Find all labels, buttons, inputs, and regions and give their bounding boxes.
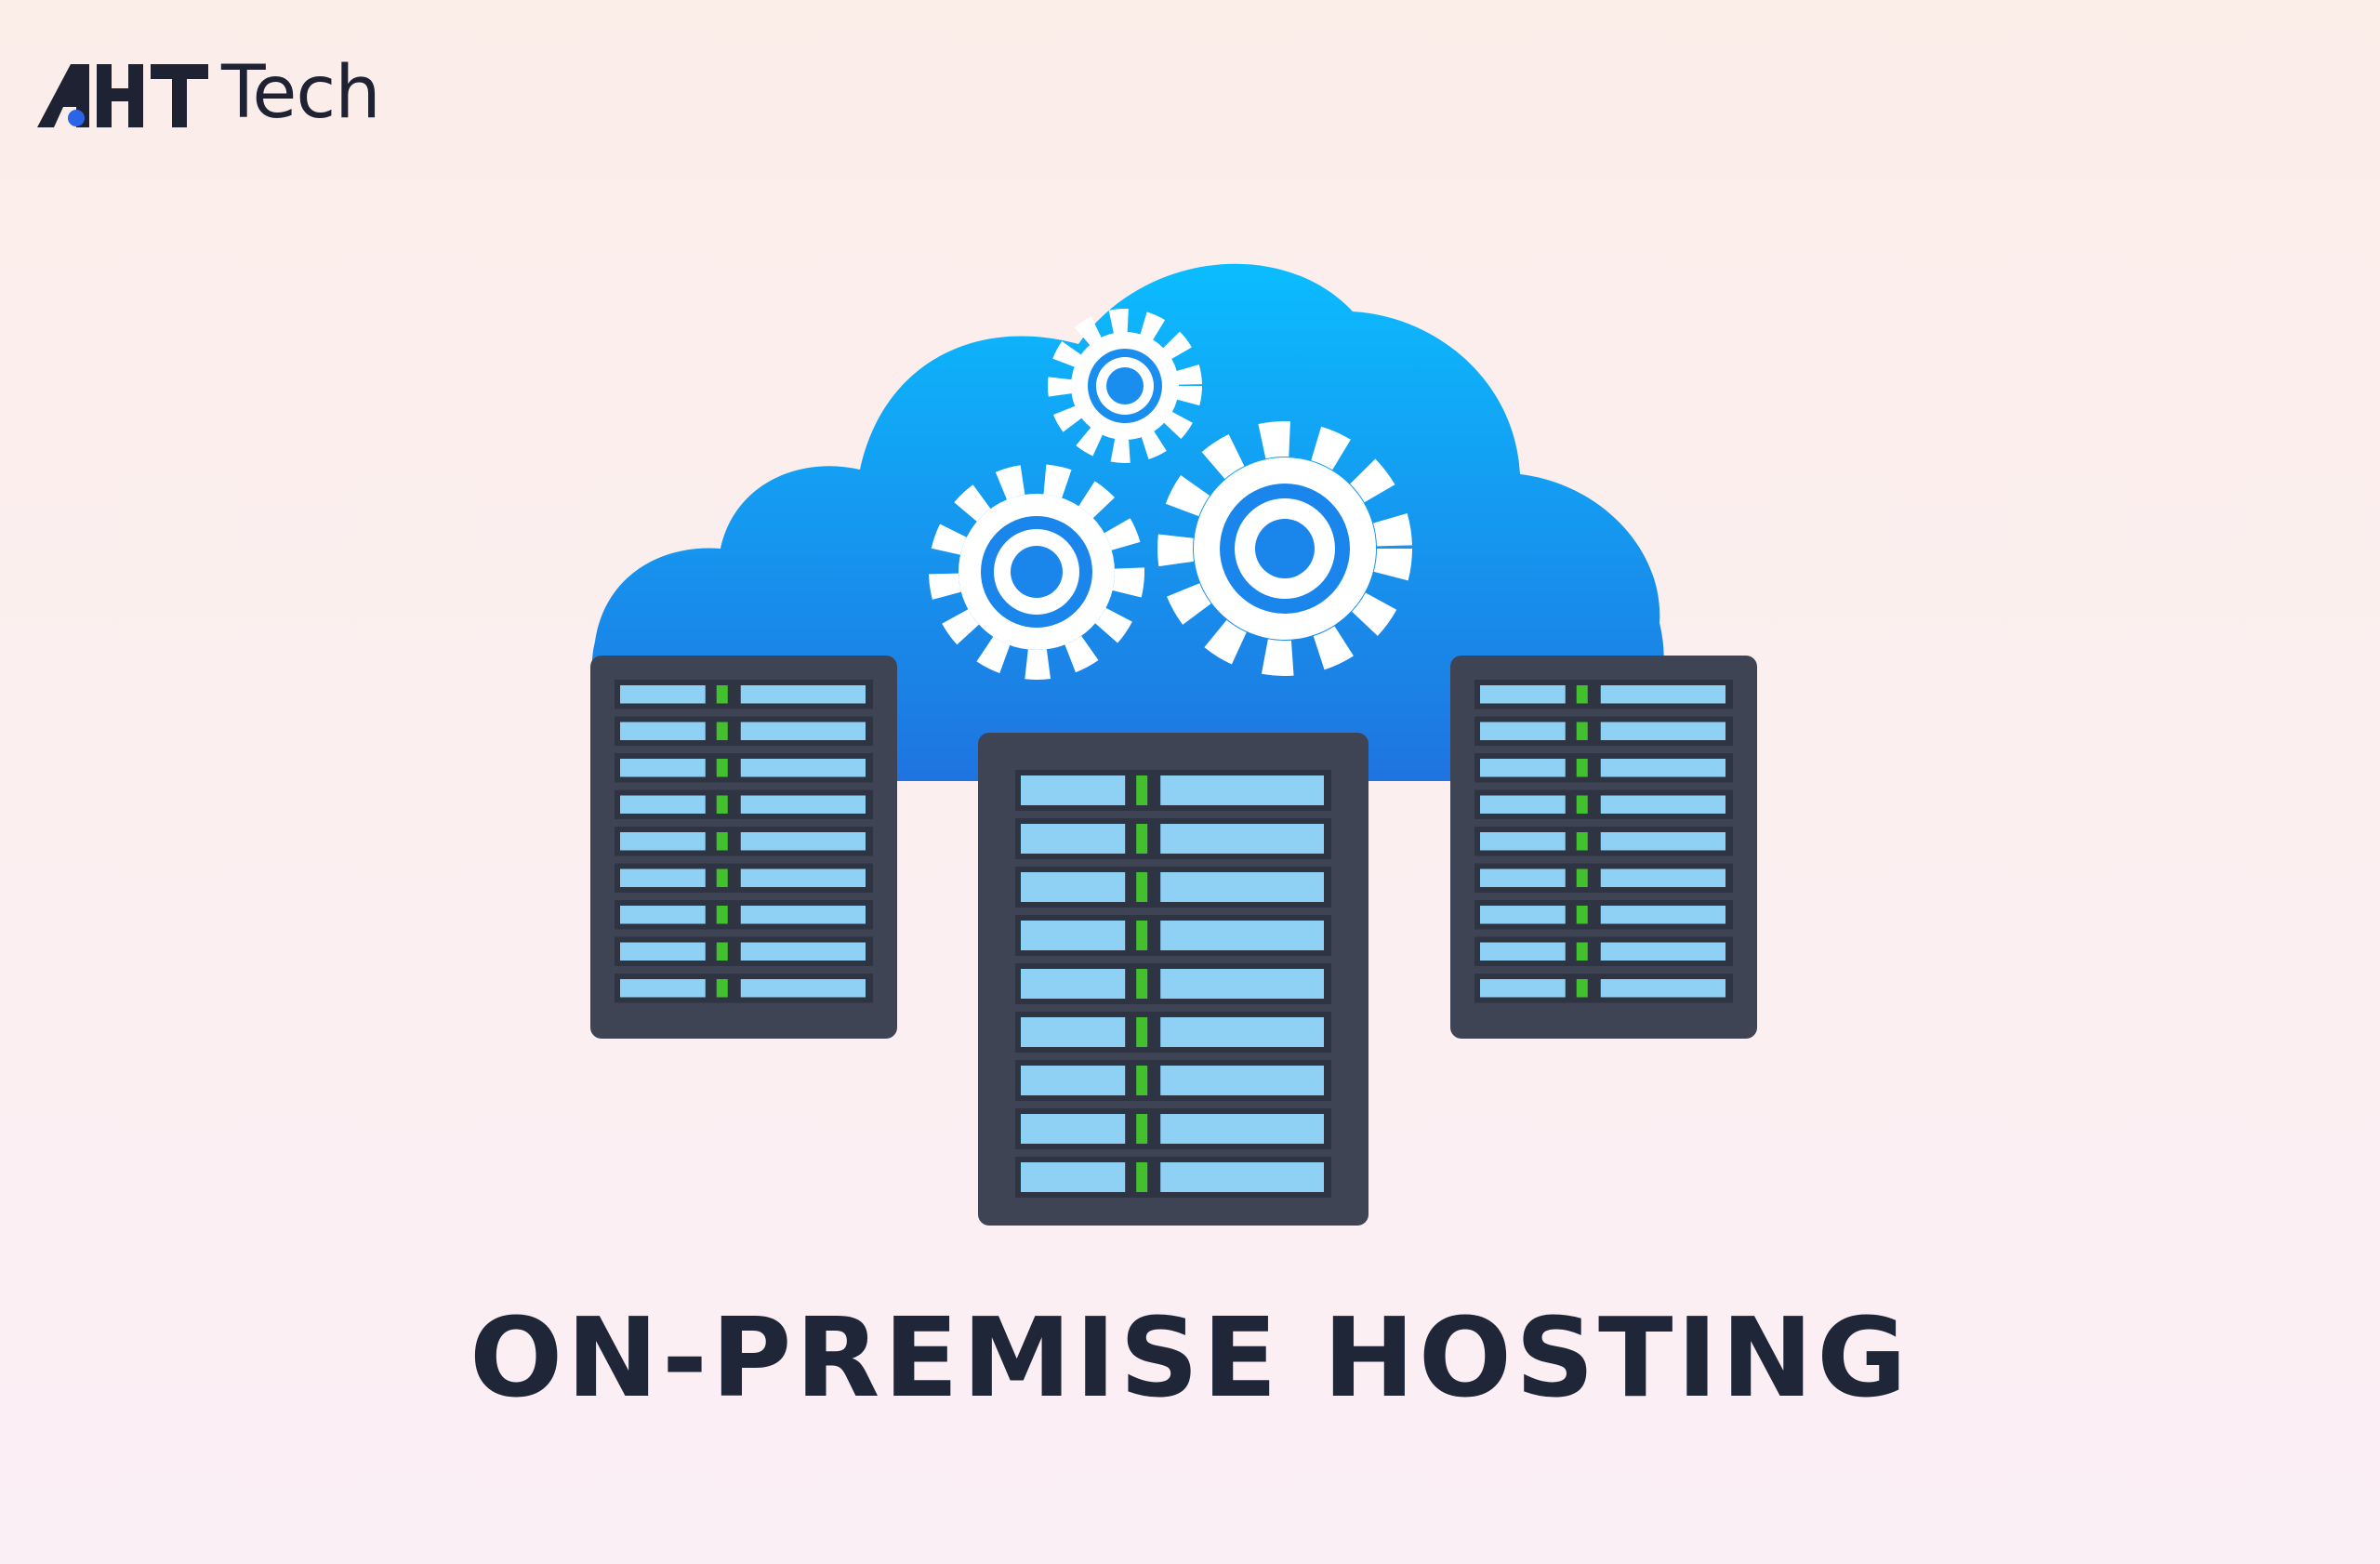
server-slot <box>1015 770 1331 811</box>
status-led <box>1576 868 1588 887</box>
server-slot <box>1474 900 1733 930</box>
server-slot <box>615 974 873 1003</box>
server-slot <box>1015 1108 1331 1149</box>
server-slot <box>1474 680 1733 709</box>
status-led <box>1576 832 1588 851</box>
server-slot <box>1015 818 1331 859</box>
server-slot <box>615 753 873 783</box>
status-led <box>1576 906 1588 924</box>
aht-logo-icon <box>37 64 208 127</box>
page-title: ON-PREMISE HOSTING <box>469 1293 1911 1422</box>
server-slot <box>1474 974 1733 1003</box>
server-slot <box>1474 716 1733 746</box>
server-slot <box>1015 1060 1331 1101</box>
status-led <box>1136 1162 1148 1192</box>
server-slot <box>1015 1012 1331 1053</box>
status-led <box>716 906 728 924</box>
server-slot <box>1474 753 1733 783</box>
status-led <box>716 759 728 777</box>
brand-logo: Tech <box>35 51 426 135</box>
status-led <box>1136 969 1148 999</box>
status-led <box>1136 921 1148 950</box>
status-led <box>1136 1066 1148 1095</box>
status-led <box>1576 685 1588 704</box>
server-slot <box>1474 936 1733 966</box>
server-slot <box>1015 1157 1331 1198</box>
status-led <box>1136 872 1148 902</box>
status-led <box>716 832 728 851</box>
brand-name: Tech <box>221 51 381 135</box>
server-slot <box>615 936 873 966</box>
gear-icon <box>1157 421 1412 676</box>
server-slot <box>1015 867 1331 908</box>
gear-icon <box>929 464 1144 680</box>
server-slot <box>1015 963 1331 1004</box>
status-led <box>1136 824 1148 854</box>
status-led <box>716 942 728 961</box>
status-led <box>1576 795 1588 814</box>
status-led <box>716 722 728 740</box>
status-led <box>1136 775 1148 805</box>
status-led <box>1576 722 1588 740</box>
server-slot <box>1474 789 1733 819</box>
server-slot <box>615 716 873 746</box>
server-slot <box>615 900 873 930</box>
server-slot <box>615 827 873 856</box>
gear-icon <box>1048 309 1202 463</box>
status-led <box>1136 1017 1148 1047</box>
status-led <box>716 685 728 704</box>
on-premise-illustration <box>590 263 1757 1226</box>
server-slot <box>615 789 873 819</box>
server-slot <box>1015 915 1331 956</box>
server-slot <box>615 680 873 709</box>
status-led <box>716 868 728 887</box>
server-slot <box>1474 863 1733 893</box>
status-led <box>1136 1114 1148 1144</box>
server-slot <box>615 863 873 893</box>
status-led <box>716 795 728 814</box>
server-slot <box>1474 827 1733 856</box>
status-led <box>1576 759 1588 777</box>
status-led <box>716 979 728 998</box>
status-led <box>1576 942 1588 961</box>
status-led <box>1576 979 1588 998</box>
